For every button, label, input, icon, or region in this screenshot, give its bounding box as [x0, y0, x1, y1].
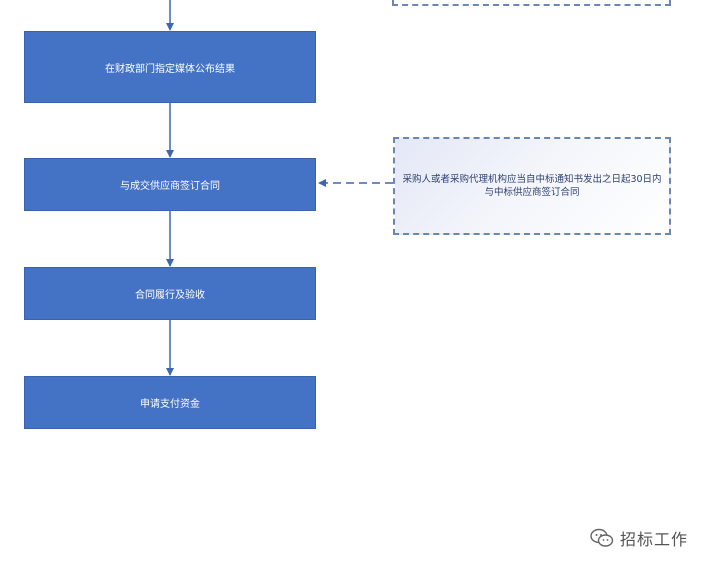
step-label: 申请支付资金 [140, 399, 200, 410]
step-label: 与成交供应商签订合同 [120, 181, 220, 192]
sign-contract-note: 采购人或者采购代理机构应当自中标通知书发出之日起30日内与中标供应商签订合同 [393, 137, 671, 235]
step-label: 在财政部门指定媒体公布结果 [105, 63, 235, 75]
note-text: 采购人或者采购代理机构应当自中标通知书发出之日起30日内与中标供应商签订合同 [402, 174, 662, 198]
watermark: 招标工作 [590, 526, 688, 550]
step-apply-payment: 申请支付资金 [24, 376, 316, 429]
step-publish-results: 在财政部门指定媒体公布结果 [24, 31, 316, 103]
watermark-text: 招标工作 [620, 530, 689, 549]
previous-note-box [392, 0, 671, 6]
step-perform-acceptance: 合同履行及验收 [24, 267, 316, 320]
step-sign-contract: 与成交供应商签订合同 [24, 158, 316, 211]
wechat-icon [590, 528, 614, 547]
step-label: 合同履行及验收 [135, 290, 205, 301]
